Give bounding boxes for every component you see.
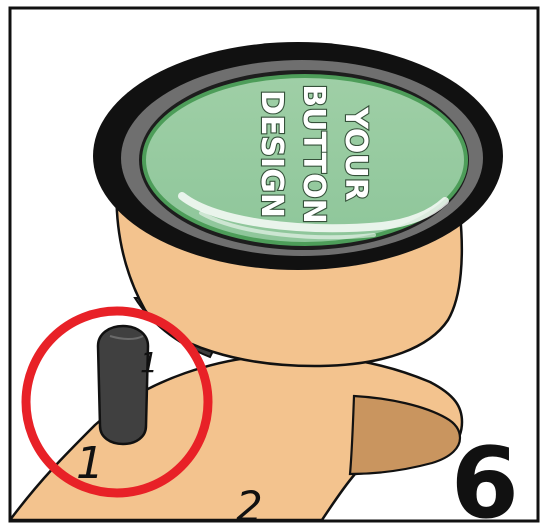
button-face-line-3: DESIGN: [254, 90, 289, 218]
button-face-line-2: BUTTON: [296, 84, 331, 223]
step-number: 6: [451, 427, 519, 529]
button-face-line-1: YOUR: [338, 106, 373, 201]
lever-handle: [98, 326, 148, 444]
handle-mark: 1: [140, 346, 158, 379]
